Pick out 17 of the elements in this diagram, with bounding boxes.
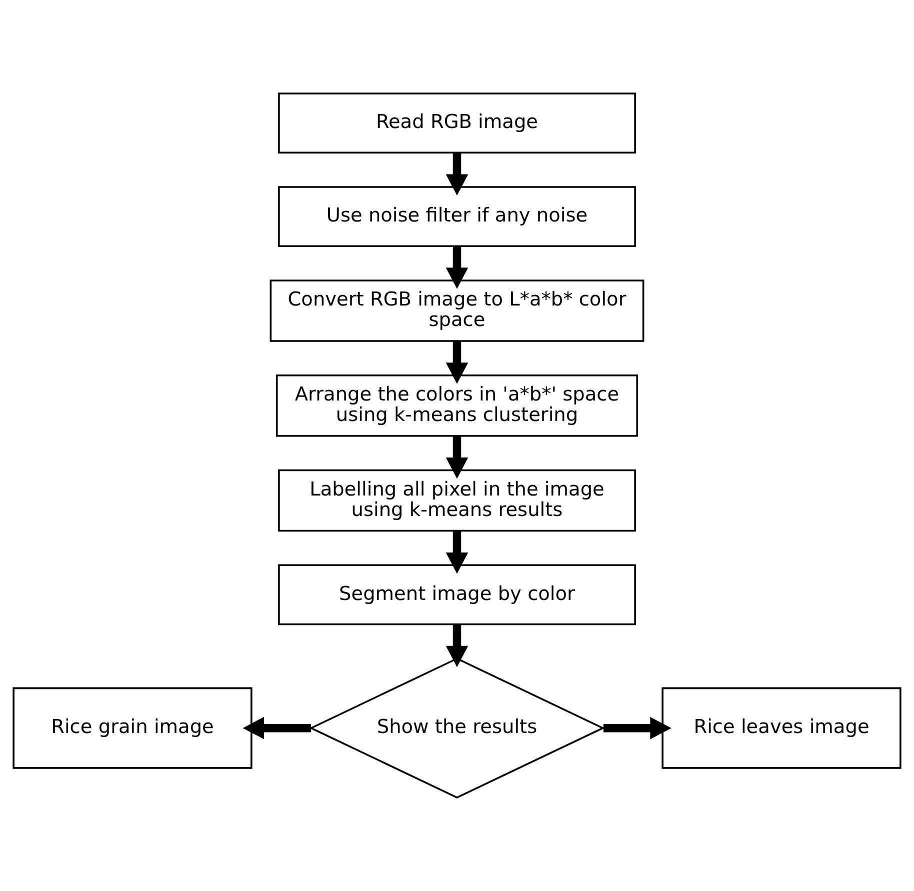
arrow <box>603 716 672 740</box>
arrow <box>446 152 468 196</box>
arrow <box>446 436 468 479</box>
arrow <box>446 530 468 574</box>
arrow <box>446 624 468 668</box>
node-box: Convert RGB image to L*a*b* color space <box>270 280 644 342</box>
node-box: Read RGB image <box>278 92 636 154</box>
node-diamond: Show the results <box>309 658 605 798</box>
arrow <box>446 246 468 289</box>
node-box: Use noise filter if any noise <box>278 186 636 248</box>
arrow <box>242 716 312 740</box>
node-box: Arrange the colors in 'a*b*' space using k-means clustering <box>276 374 638 437</box>
node-box: Segment image by color <box>278 564 636 626</box>
node-box: Rice grain image <box>12 687 252 769</box>
node-box: Rice leaves image <box>662 687 902 769</box>
arrow <box>446 341 468 384</box>
node-box: Labelling all pixel in the image using k-means results <box>278 469 636 532</box>
